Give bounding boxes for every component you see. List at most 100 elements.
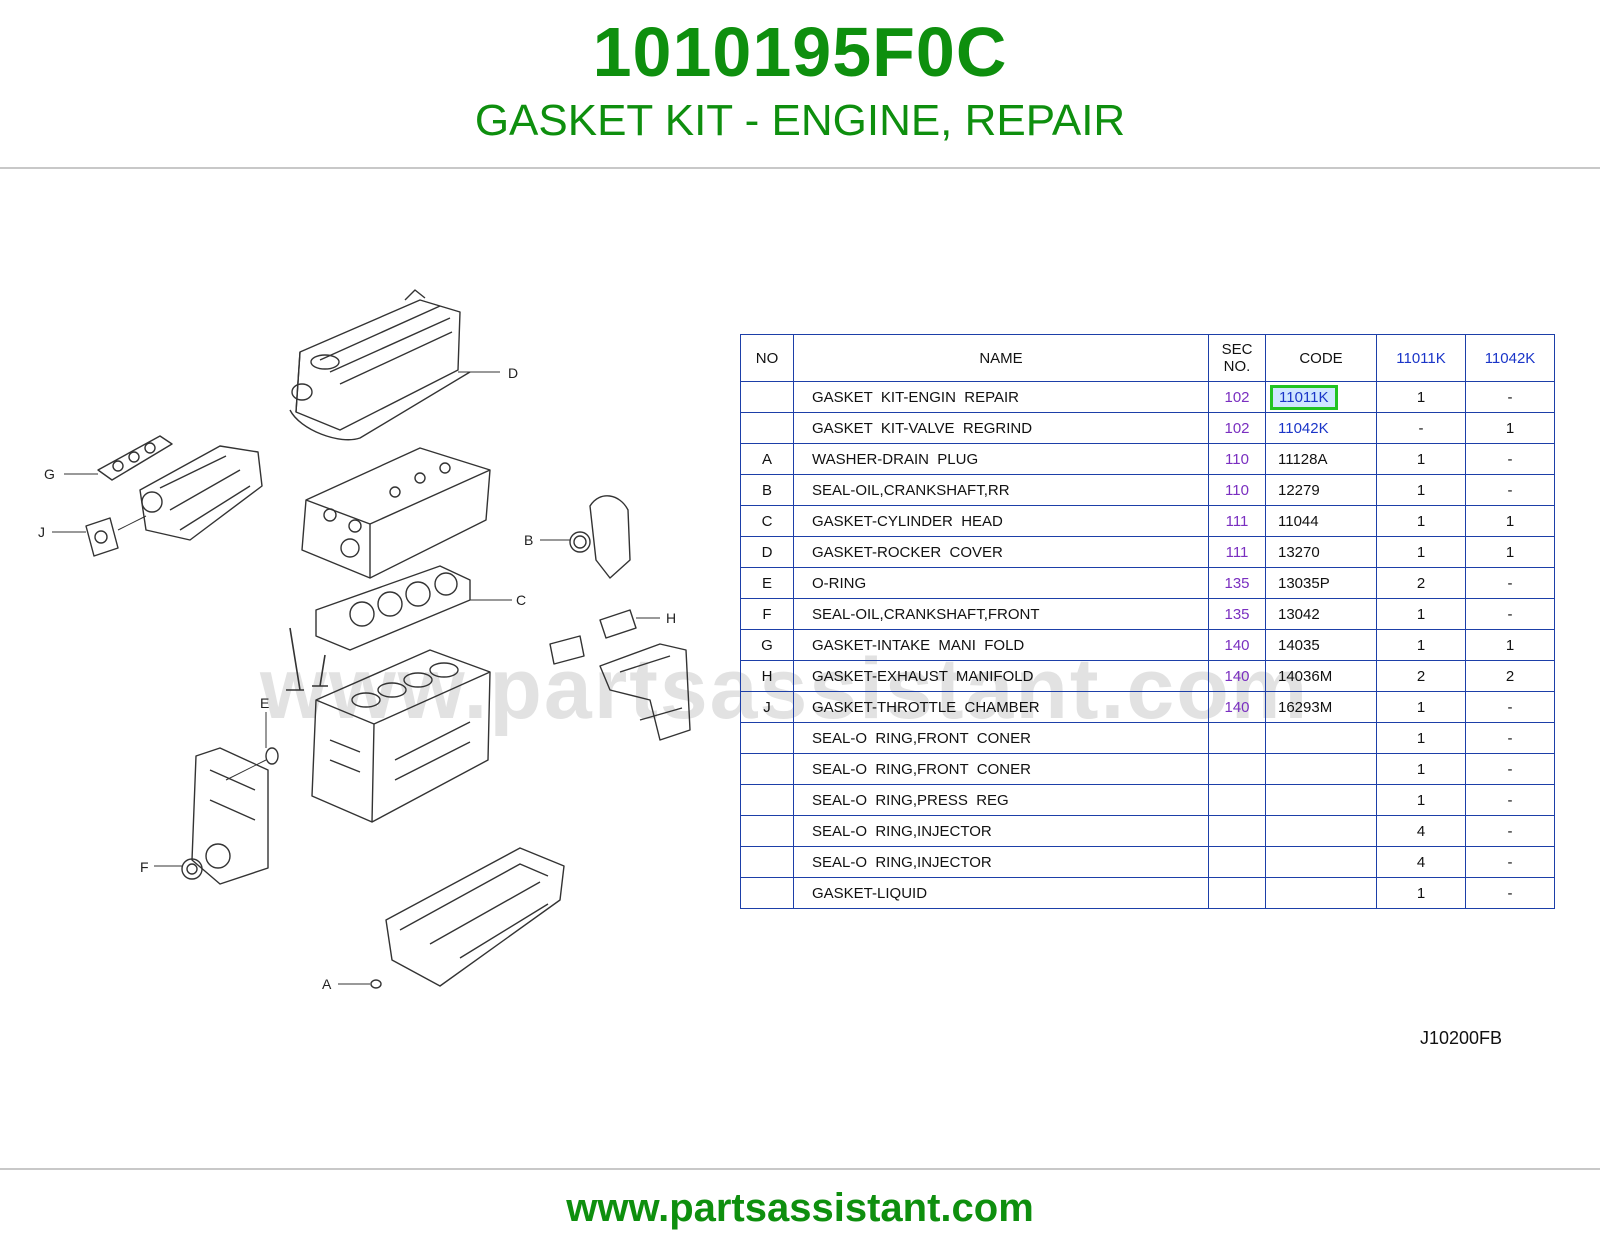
row-sec <box>1208 753 1266 785</box>
row-name: SEAL-O RING,FRONT CONER <box>793 753 1209 785</box>
row-qty-kit1: 1 <box>1376 505 1466 537</box>
part-number-title: 1010195F0C <box>592 13 1008 91</box>
callout-label-e: E <box>260 695 269 711</box>
rocker-cover-part[interactable] <box>289 289 471 441</box>
intake-manifold-part[interactable] <box>139 445 263 541</box>
figure-code: J10200FB <box>1420 1028 1503 1048</box>
row-sec-link[interactable]: 111 <box>1208 505 1266 537</box>
callout-label-f: F <box>140 859 149 875</box>
drain-washer-part[interactable] <box>370 979 382 989</box>
col-header-no: NO <box>740 334 794 382</box>
row-sec-link[interactable]: 135 <box>1208 567 1266 599</box>
row-qty-kit1: 1 <box>1376 536 1466 568</box>
row-qty-kit2: - <box>1465 784 1555 816</box>
row-no <box>740 722 794 754</box>
row-code: 13270 <box>1265 536 1377 568</box>
row-code: 13042 <box>1265 598 1377 630</box>
row-sec-link[interactable]: 111 <box>1208 536 1266 568</box>
row-qty-kit2: - <box>1465 877 1555 909</box>
row-name: WASHER-DRAIN PLUG <box>793 443 1209 475</box>
callout-label-a: A <box>322 976 332 992</box>
row-code: 16293M <box>1265 691 1377 723</box>
row-sec-link[interactable]: 140 <box>1208 660 1266 692</box>
cylinder-head-part[interactable] <box>301 447 491 579</box>
row-code: 13035P <box>1265 567 1377 599</box>
row-sec <box>1208 815 1266 847</box>
row-sec-link[interactable]: 110 <box>1208 474 1266 506</box>
row-code-highlighted-link[interactable]: 11011K <box>1270 384 1338 410</box>
row-code: 12279 <box>1265 474 1377 506</box>
row-sec-link[interactable]: 135 <box>1208 598 1266 630</box>
engine-block-part[interactable] <box>311 649 491 823</box>
footer-site-link[interactable]: www.partsassistant.com <box>566 1186 1034 1230</box>
row-no <box>740 753 794 785</box>
row-sec <box>1208 722 1266 754</box>
row-qty-kit1: 1 <box>1376 722 1466 754</box>
row-qty-kit1: 1 <box>1376 443 1466 475</box>
row-no: F <box>740 598 794 630</box>
row-sec-link[interactable]: 110 <box>1208 443 1266 475</box>
callout-label-j: J <box>38 524 45 540</box>
row-no: A <box>740 443 794 475</box>
row-qty-kit1: 1 <box>1376 784 1466 816</box>
rear-seal-part[interactable] <box>569 495 631 579</box>
row-qty-kit2: - <box>1465 753 1555 785</box>
exhaust-manifold-part[interactable] <box>549 609 691 741</box>
row-sec-link[interactable]: 140 <box>1208 691 1266 723</box>
row-name: GASKET-CYLINDER HEAD <box>793 505 1209 537</box>
row-qty-kit1: 1 <box>1376 474 1466 506</box>
row-no <box>740 381 794 413</box>
row-code-link[interactable]: 11042K <box>1265 412 1377 444</box>
row-code <box>1265 877 1377 909</box>
callout-label-d: D <box>508 365 518 381</box>
row-qty-kit1: 1 <box>1376 381 1466 413</box>
intake-gasket-part[interactable] <box>97 435 173 481</box>
row-qty-kit2: - <box>1465 722 1555 754</box>
callout-label-b: B <box>524 532 533 548</box>
front-cover-part[interactable] <box>191 747 279 885</box>
row-sec <box>1208 877 1266 909</box>
row-qty-kit1: 1 <box>1376 877 1466 909</box>
oil-pan-part[interactable] <box>385 847 565 987</box>
row-sec-link[interactable]: 102 <box>1208 381 1266 413</box>
row-no <box>740 815 794 847</box>
throttle-gasket-part[interactable] <box>85 517 119 557</box>
row-name: SEAL-O RING,FRONT CONER <box>793 722 1209 754</box>
front-crank-seal-part[interactable] <box>181 843 231 880</box>
row-code <box>1265 753 1377 785</box>
row-name: GASKET KIT-VALVE REGRIND <box>793 412 1209 444</box>
row-name: GASKET KIT-ENGIN REPAIR <box>793 381 1209 413</box>
row-qty-kit2: 2 <box>1465 660 1555 692</box>
row-sec-link[interactable]: 140 <box>1208 629 1266 661</box>
row-code[interactable]: 11011K <box>1265 381 1377 413</box>
row-name: SEAL-O RING,INJECTOR <box>793 815 1209 847</box>
row-sec-link[interactable]: 102 <box>1208 412 1266 444</box>
row-name: O-RING <box>793 567 1209 599</box>
col-header-kit-11042k[interactable]: 11042K <box>1465 334 1555 382</box>
col-header-name: NAME <box>793 334 1209 382</box>
header-divider <box>0 167 1600 169</box>
row-code <box>1265 846 1377 878</box>
col-header-kit-11011k[interactable]: 11011K <box>1376 334 1466 382</box>
callout-label-c: C <box>516 592 526 608</box>
part-name-subtitle: GASKET KIT - ENGINE, REPAIR <box>474 96 1126 145</box>
head-gasket-part[interactable] <box>315 565 471 651</box>
row-name: SEAL-O RING,INJECTOR <box>793 846 1209 878</box>
row-no: D <box>740 536 794 568</box>
row-no: E <box>740 567 794 599</box>
footer-divider <box>0 1168 1600 1170</box>
